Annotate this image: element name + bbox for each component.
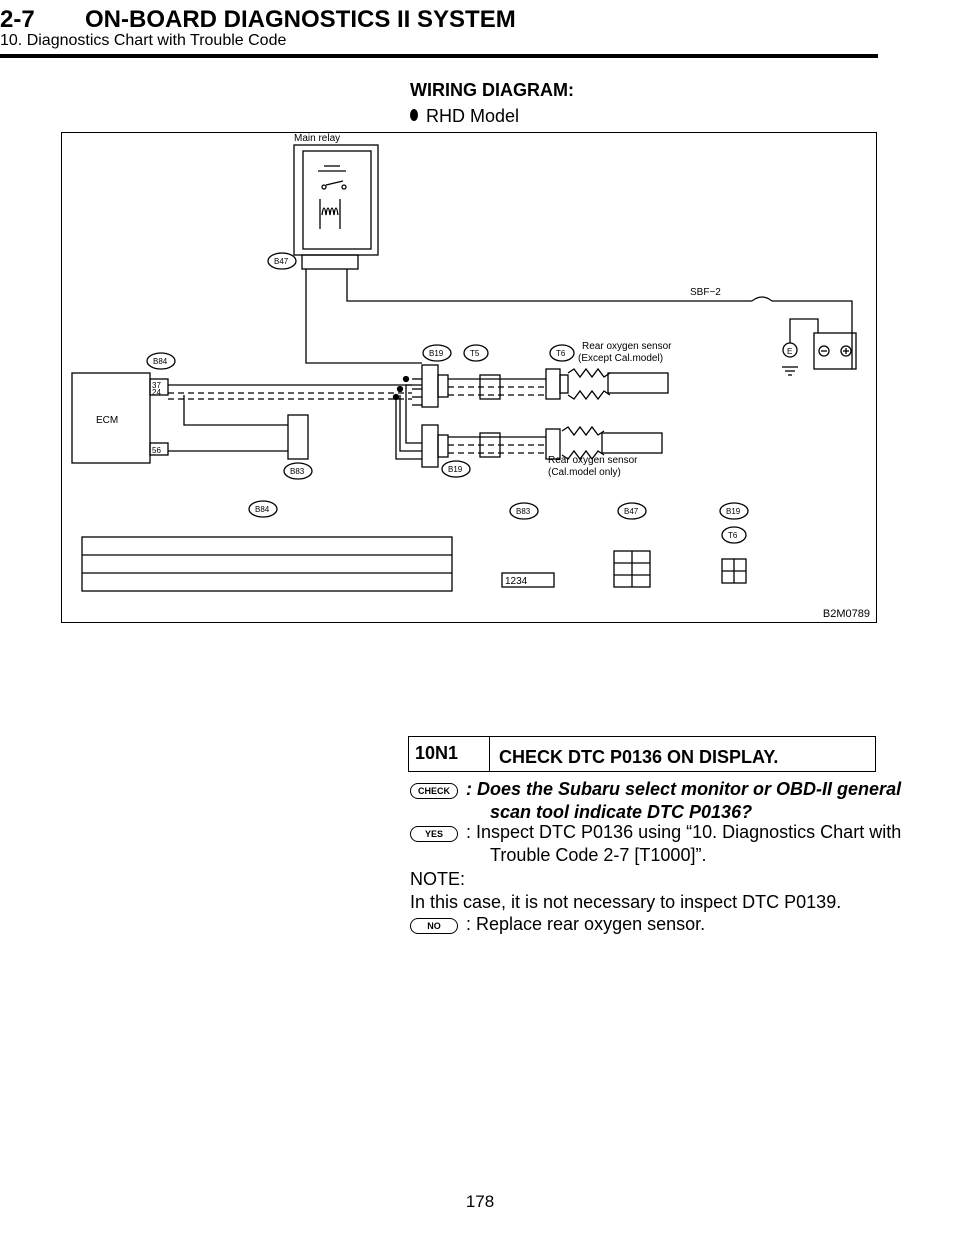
label-t5: T5	[470, 349, 480, 358]
label-b47: B47	[274, 257, 289, 266]
note-text: In this case, it is not necessary to ins…	[410, 892, 842, 912]
label-ground: E	[787, 347, 792, 356]
yes-icon: YES	[410, 826, 458, 842]
model-line: RHD Model	[410, 106, 519, 127]
label-t6: T6	[556, 349, 566, 358]
wiring-diagram: Main relay B47 SBF−2 B84 ECM 37 24 56 B1…	[61, 132, 877, 623]
subsection-title: 10. Diagnostics Chart with Trouble Code	[0, 32, 287, 49]
model-label: RHD Model	[426, 106, 520, 126]
label-b83-conn: B83	[516, 507, 531, 516]
label-b47-conn: B47	[624, 507, 639, 516]
label-main-relay: Main relay	[294, 133, 340, 144]
label-pin56: 56	[152, 446, 161, 455]
step-number: 10N1	[415, 743, 459, 763]
label-b83-pins: 1234	[505, 576, 528, 587]
label-b84-conn: B84	[255, 505, 270, 514]
label-b84: B84	[153, 357, 168, 366]
page-header: 2-7 ON-BOARD DIAGNOSTICS II SYSTEM 10. D…	[0, 0, 880, 60]
check-question: : Does the Subaru select monitor or OBD-…	[466, 779, 902, 822]
label-b83: B83	[290, 467, 305, 476]
label-b19-top: B19	[429, 349, 444, 358]
label-sensor-bot-note: (Cal.model only)	[548, 467, 621, 478]
wiring-diagram-svg: Main relay B47 SBF−2 B84 ECM 37 24 56 B1…	[71, 133, 857, 592]
wiring-diagram-heading: WIRING DIAGRAM:	[410, 80, 574, 100]
label-sensor-bot: Rear oxygen sensor	[548, 455, 638, 466]
no-icon: NO	[410, 918, 458, 934]
no-action: : Replace rear oxygen sensor.	[466, 914, 706, 934]
check-icon: CHECK	[410, 783, 458, 799]
label-t6-conn: T6	[728, 531, 738, 540]
label-b19-conn: B19	[726, 507, 741, 516]
yes-action: : Inspect DTC P0136 using “10. Diagnosti…	[466, 822, 902, 865]
step-divider	[489, 737, 490, 771]
label-b19-bot: B19	[448, 465, 463, 474]
label-pin37: 37	[152, 381, 161, 390]
label-sensor-top-note: (Except Cal.model)	[578, 353, 663, 364]
section-title: ON-BOARD DIAGNOSTICS II SYSTEM	[85, 6, 516, 33]
page-number: 178	[465, 1192, 495, 1211]
label-sbf: SBF−2	[690, 287, 721, 298]
label-sensor-top: Rear oxygen sensor	[582, 341, 672, 352]
bullet-icon	[410, 109, 418, 121]
header-rule	[0, 54, 878, 58]
section-number: 2-7	[0, 6, 35, 33]
note-title: NOTE:	[410, 869, 466, 889]
step-title: CHECK DTC P0136 ON DISPLAY.	[499, 747, 779, 767]
label-pin24: 24	[152, 388, 161, 397]
figure-code: B2M0789	[822, 608, 870, 620]
step-header: 10N1 CHECK DTC P0136 ON DISPLAY.	[408, 736, 876, 772]
label-ecm: ECM	[96, 415, 118, 426]
